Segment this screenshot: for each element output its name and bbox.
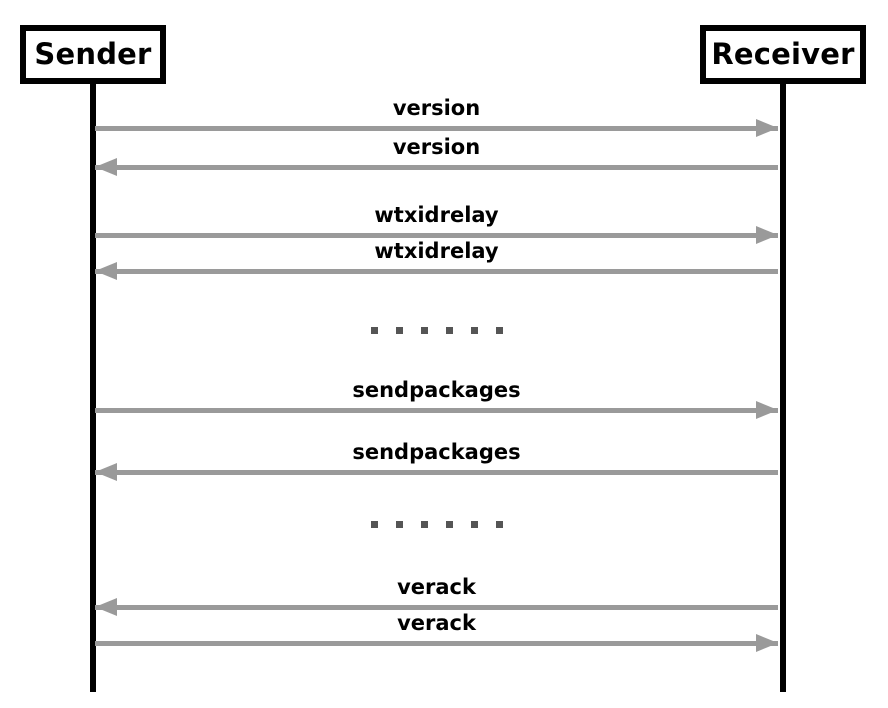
message-label: wtxidrelay xyxy=(374,203,499,227)
arrowhead-right-icon xyxy=(756,634,778,652)
message-line xyxy=(95,605,778,610)
arrowhead-right-icon xyxy=(756,119,778,137)
lifeline-sender xyxy=(90,84,96,692)
ellipsis-dot xyxy=(420,520,428,528)
ellipsis-dot xyxy=(445,326,453,334)
message-line xyxy=(95,233,778,238)
message-label: verack xyxy=(397,575,476,599)
message-line xyxy=(95,408,778,413)
arrowhead-left-icon xyxy=(95,262,117,280)
ellipsis-separator xyxy=(95,520,778,528)
arrowhead-left-icon xyxy=(95,158,117,176)
ellipsis-dot xyxy=(470,520,478,528)
participant-label-sender: Sender xyxy=(34,37,152,71)
ellipsis-dot xyxy=(370,326,378,334)
ellipsis-dot xyxy=(395,326,403,334)
message-label: sendpackages xyxy=(352,378,521,402)
ellipsis-dot xyxy=(495,520,503,528)
ellipsis-dot xyxy=(495,326,503,334)
message-line xyxy=(95,269,778,274)
ellipsis-dot xyxy=(370,520,378,528)
ellipsis-dot xyxy=(445,520,453,528)
message-line xyxy=(95,126,778,131)
message-line xyxy=(95,165,778,170)
ellipsis-separator xyxy=(95,326,778,334)
ellipsis-dot xyxy=(420,326,428,334)
lifeline-receiver xyxy=(780,84,786,692)
message-label: version xyxy=(392,135,481,159)
arrowhead-left-icon xyxy=(95,598,117,616)
message-label: wtxidrelay xyxy=(374,239,499,263)
message-label: verack xyxy=(397,611,476,635)
message-label: version xyxy=(392,96,481,120)
arrowhead-right-icon xyxy=(756,401,778,419)
arrowhead-left-icon xyxy=(95,463,117,481)
message-line xyxy=(95,470,778,475)
participant-box-receiver[interactable]: Receiver xyxy=(700,25,866,84)
arrowhead-right-icon xyxy=(756,226,778,244)
ellipsis-dot xyxy=(395,520,403,528)
participant-box-sender[interactable]: Sender xyxy=(20,25,166,84)
participant-label-receiver: Receiver xyxy=(711,37,855,71)
message-label: sendpackages xyxy=(352,440,521,464)
ellipsis-dot xyxy=(470,326,478,334)
message-line xyxy=(95,641,778,646)
